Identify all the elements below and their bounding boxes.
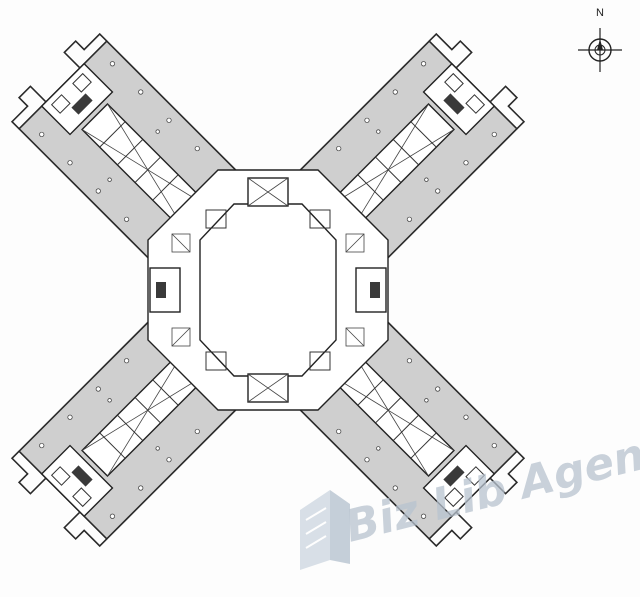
north-arrow-icon [578,28,622,72]
north-label: N [596,7,604,19]
building-logo-icon [300,490,350,570]
central-core [147,169,389,411]
